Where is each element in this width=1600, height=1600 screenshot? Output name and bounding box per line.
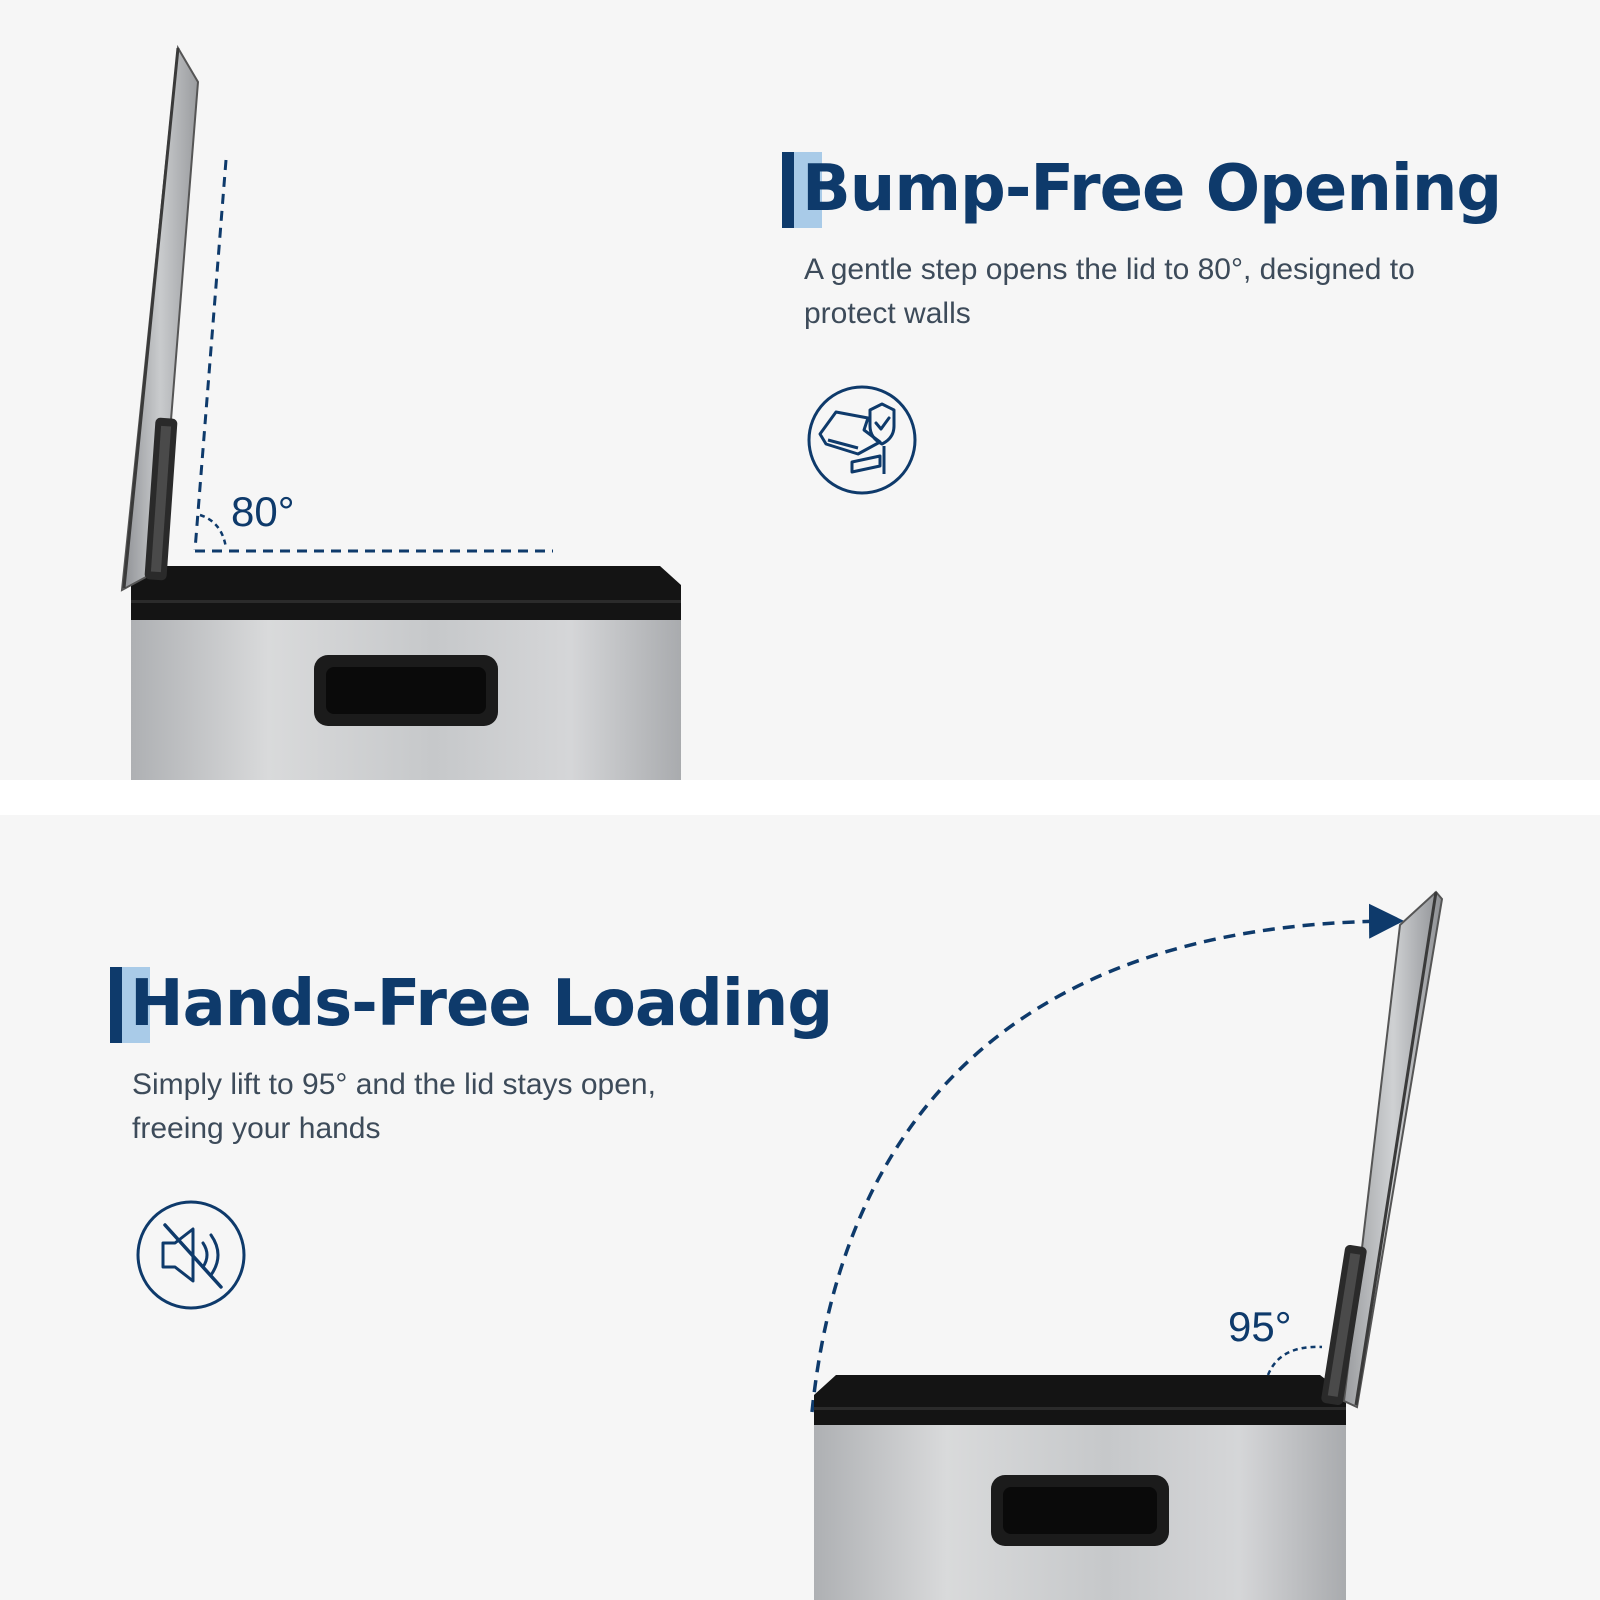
bump-free-description: A gentle step opens the lid to 80°, desi…	[804, 253, 1415, 330]
hands-free-title-text: Hands-Free Loading	[130, 967, 833, 1041]
title-accent-highlight	[794, 152, 822, 228]
opening-arc-arrow	[810, 903, 1404, 1413]
angle-arc	[199, 513, 228, 549]
mute-speaker-icon	[136, 1200, 246, 1310]
hands-free-title: Hands-Free Loading	[110, 965, 833, 1043]
angle-arc	[1266, 1345, 1323, 1376]
title-accent-bar	[110, 967, 122, 1043]
hands-free-description: Simply lift to 95° and the lid stays ope…	[132, 1068, 656, 1145]
open-lid	[1342, 890, 1444, 1409]
lid-hinge-detail	[1327, 1253, 1361, 1397]
title-accent-highlight	[122, 967, 150, 1043]
bump-free-title: Bump-Free Opening	[782, 150, 1502, 228]
lid-hinge-detail	[150, 425, 172, 573]
can-rim	[131, 566, 681, 620]
bump-free-opening-panel: 80° Bump-Free Opening A gentle step open…	[0, 0, 1600, 780]
can-rim	[814, 1375, 1346, 1425]
lid-edge	[1354, 891, 1438, 1406]
trash-can-95-degree-illustration	[810, 890, 1444, 1600]
rim-highlight	[814, 1407, 1346, 1410]
trash-can-80-degree-illustration	[120, 44, 681, 780]
title-accent-bar	[782, 152, 794, 228]
lid-edge	[122, 47, 180, 589]
wall-protection-shield-icon	[807, 385, 917, 495]
hands-free-loading-panel: 95° Hands-Free Loading Simply lift to 95…	[0, 815, 1600, 1600]
can-handle-inner	[326, 667, 486, 714]
angle-label-80: 80°	[231, 488, 295, 535]
bump-free-title-text: Bump-Free Opening	[802, 152, 1502, 226]
rim-highlight	[131, 600, 681, 603]
vertical-guide-line	[193, 159, 228, 551]
angle-label-95: 95°	[1228, 1303, 1292, 1350]
can-handle-inner	[1003, 1487, 1157, 1534]
